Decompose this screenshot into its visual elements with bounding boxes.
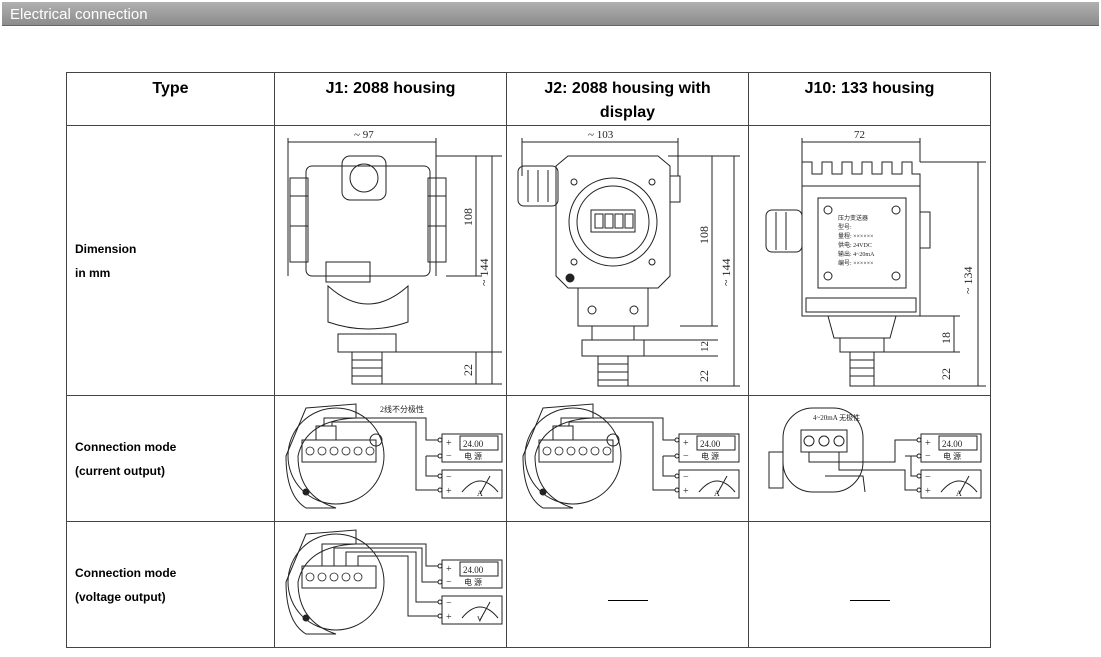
current-output-row: Connection mode (current output) 2线不分极性 …: [66, 395, 991, 522]
svg-text:电 源: 电 源: [701, 451, 719, 461]
svg-text:+: +: [446, 438, 452, 449]
j10-dimension-drawing: 72 压力变送器 型号: 量程: ×××××× 供电: 24VDC 输出: 4~…: [748, 125, 991, 396]
svg-text:A: A: [714, 489, 720, 498]
svg-text:18: 18: [939, 332, 953, 344]
svg-text:+: +: [446, 612, 452, 623]
j1-voltage-wiring-svg: + − 24.00 电 源 − + V: [284, 529, 502, 635]
svg-text:A: A: [956, 489, 962, 498]
svg-text:−: −: [446, 472, 452, 483]
svg-text:−: −: [925, 472, 931, 483]
svg-text:22: 22: [697, 370, 711, 382]
svg-text:22: 22: [939, 368, 953, 380]
svg-text:+: +: [925, 438, 931, 449]
spec-table: Type J1: 2088 housing J2: 2088 housing w…: [66, 72, 991, 648]
svg-text:+: +: [683, 438, 689, 449]
section-title: Electrical connection: [10, 6, 148, 23]
j2-housing-dimension-svg: ~ 103 108 ~ 144: [517, 129, 740, 387]
svg-text:+: +: [446, 486, 452, 497]
j1-voltage-wiring: + − 24.00 电 源 − + V: [274, 521, 507, 648]
j2-dimension-drawing: ~ 103 108 ~ 144: [506, 125, 749, 396]
svg-text:4~20mA 无极性: 4~20mA 无极性: [813, 413, 860, 422]
not-available-dash: [607, 599, 648, 601]
dimension-row: Dimension in mm ~ 97 108 ~: [66, 125, 991, 396]
svg-text:输出: 4~20mA: 输出: 4~20mA: [838, 250, 875, 258]
svg-text:−: −: [925, 451, 931, 462]
dimension-label: Dimension in mm: [66, 125, 275, 396]
svg-text:2线不分极性: 2线不分极性: [380, 404, 424, 414]
svg-text:~ 144: ~ 144: [719, 259, 733, 287]
svg-text:108: 108: [697, 226, 711, 244]
svg-text:电 源: 电 源: [464, 577, 482, 587]
svg-text:22: 22: [461, 364, 475, 376]
svg-text:24.00: 24.00: [463, 439, 484, 449]
current-output-label: Connection mode (current output): [66, 395, 275, 522]
svg-text:24.00: 24.00: [463, 565, 484, 575]
svg-text:+: +: [446, 564, 452, 575]
svg-text:12: 12: [699, 341, 711, 352]
svg-text:+: +: [683, 486, 689, 497]
header-j1: J1: 2088 housing: [274, 72, 507, 126]
svg-text:供电: 24VDC: 供电: 24VDC: [838, 241, 872, 249]
svg-text:~ 103: ~ 103: [588, 129, 614, 141]
svg-text:编号: ××××××: 编号: ××××××: [838, 259, 873, 267]
voltage-output-row: Connection mode (voltage output) + − 24.…: [66, 521, 991, 648]
svg-text:型号:: 型号:: [838, 223, 852, 231]
j2-current-wiring: + − 24.00 电 源 − + A: [506, 395, 749, 522]
svg-text:+: +: [925, 486, 931, 497]
j1-current-wiring-svg: 2线不分极性 + − 24.00 电 源 − + A: [284, 403, 502, 509]
j2-current-wiring-svg: + − 24.00 电 源 − + A: [521, 403, 739, 509]
j1-current-wiring: 2线不分极性 + − 24.00 电 源 − + A: [274, 395, 507, 522]
header-type: Type: [66, 72, 275, 126]
j10-current-wiring-svg: 4~20mA 无极性 + − 24.00 电 源 − + A: [768, 407, 981, 499]
header-row: Type J1: 2088 housing J2: 2088 housing w…: [66, 72, 991, 126]
svg-text:~ 144: ~ 144: [477, 259, 491, 287]
svg-text:~ 134: ~ 134: [961, 267, 975, 295]
svg-text:72: 72: [854, 129, 865, 141]
svg-text:−: −: [446, 577, 452, 588]
svg-text:电 源: 电 源: [943, 451, 961, 461]
j10-voltage-na: [748, 521, 991, 648]
j10-current-wiring: 4~20mA 无极性 + − 24.00 电 源 − + A: [748, 395, 991, 522]
header-j2: J2: 2088 housing with display: [506, 72, 749, 126]
voltage-output-label: Connection mode (voltage output): [66, 521, 275, 648]
svg-text:−: −: [446, 598, 452, 609]
svg-text:108: 108: [461, 208, 475, 226]
svg-text:压力变送器: 压力变送器: [838, 214, 868, 222]
svg-text:电 源: 电 源: [464, 451, 482, 461]
svg-text:A: A: [477, 489, 483, 498]
section-header: Electrical connection: [2, 2, 1099, 26]
svg-text:V: V: [477, 615, 483, 624]
j1-housing-dimension-svg: ~ 97 108 ~ 144 22: [287, 129, 502, 385]
svg-text:−: −: [683, 472, 689, 483]
svg-text:~ 97: ~ 97: [354, 129, 374, 141]
j1-dimension-drawing: ~ 97 108 ~ 144 22: [274, 125, 507, 396]
svg-text:24.00: 24.00: [942, 439, 963, 449]
not-available-dash: [849, 599, 890, 601]
header-j10: J10: 133 housing: [748, 72, 991, 126]
svg-text:量程: ××××××: 量程: ××××××: [838, 232, 873, 240]
svg-text:−: −: [446, 451, 452, 462]
j10-housing-dimension-svg: 72 压力变送器 型号: 量程: ×××××× 供电: 24VDC 输出: 4~…: [765, 129, 986, 387]
svg-text:−: −: [683, 451, 689, 462]
svg-text:24.00: 24.00: [700, 439, 721, 449]
j2-voltage-na: [506, 521, 749, 648]
